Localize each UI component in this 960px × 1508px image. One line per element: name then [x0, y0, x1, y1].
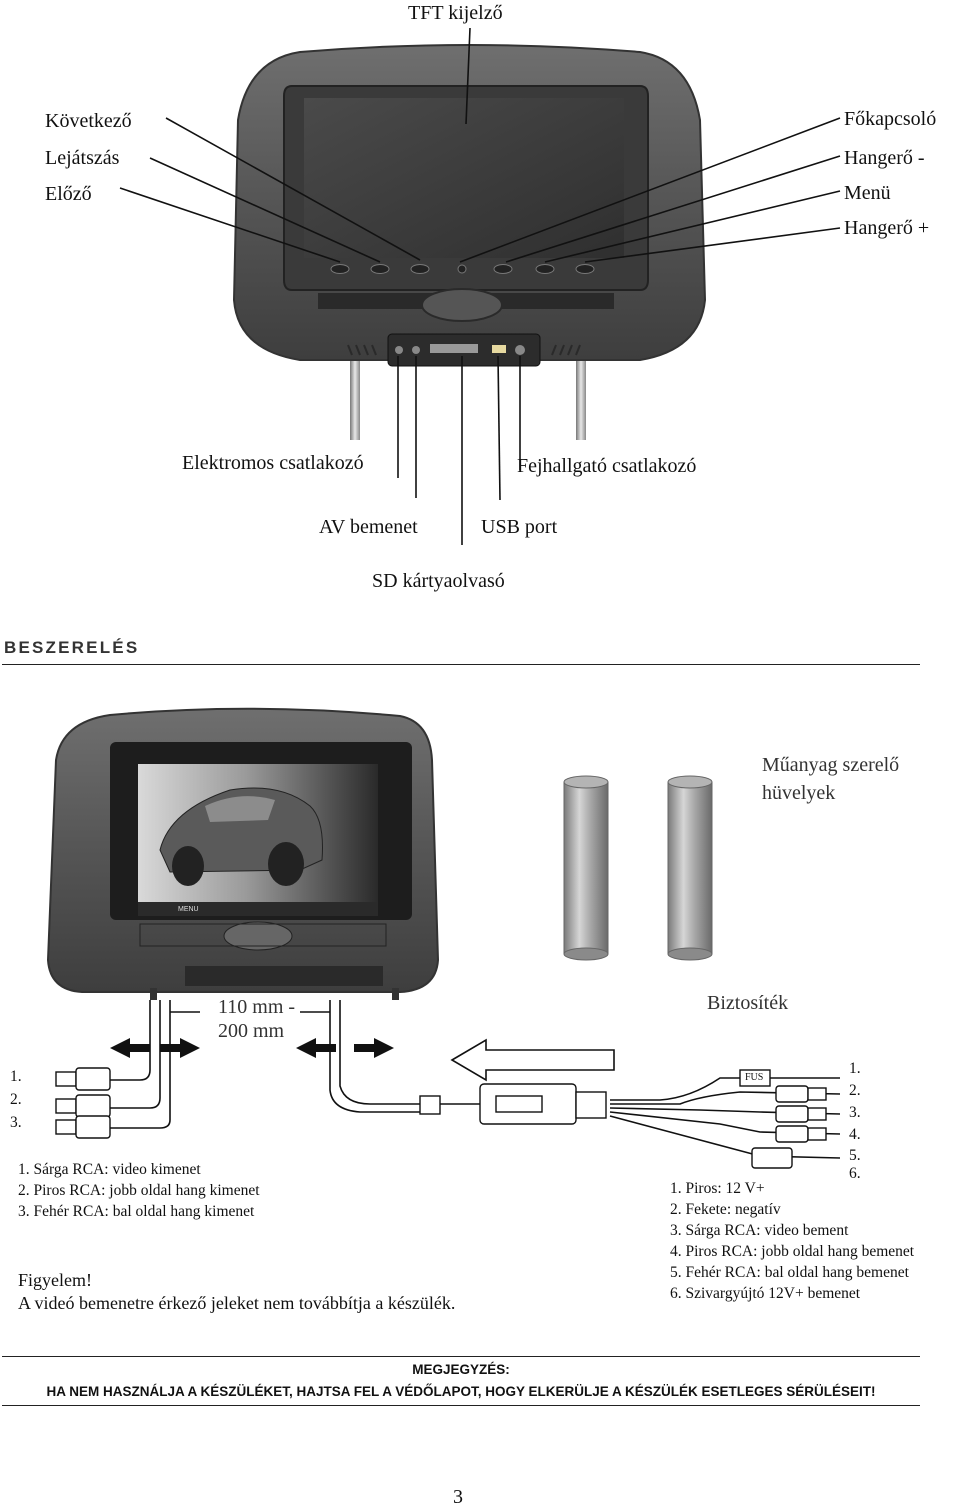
section-divider — [2, 664, 920, 665]
left-legend-1: 1. Sárga RCA: video kimenet — [18, 1161, 201, 1178]
headrest-pole-right — [576, 360, 586, 440]
sleeves-label-line1: Műanyag szerelő — [762, 754, 900, 776]
volume-up-label: Hangerő + — [844, 217, 930, 239]
tft-display-label: TFT kijelző — [408, 2, 503, 24]
power-connector-label: Elektromos csatlakozó — [182, 452, 364, 474]
left-legend-2: 2. Piros RCA: jobb oldal hang kimenet — [18, 1182, 260, 1199]
fuse-tag: FUS — [745, 1072, 764, 1083]
right-number-3: 3. — [849, 1104, 861, 1121]
right-number-4: 4. — [849, 1126, 861, 1143]
arrows — [110, 1038, 394, 1058]
volume-down-label: Hangerő - — [844, 147, 925, 169]
note-bottom-rule — [2, 1405, 920, 1406]
headrest-top — [232, 44, 707, 440]
av-input-label: AV bemenet — [319, 516, 418, 538]
note-title: MEGJEGYZÉS: — [412, 1362, 510, 1377]
next-label: Következő — [45, 110, 132, 132]
screen-button-menu: MENU — [178, 906, 199, 913]
right-legend-6: 6. Szivargyújtó 12V+ bemenet — [670, 1285, 861, 1302]
rca-plugs-left — [55, 1067, 111, 1139]
right-legend-1: 1. Piros: 12 V+ — [670, 1180, 765, 1197]
distance-label-line1: 110 mm - — [218, 996, 296, 1018]
left-number-1: 1. — [10, 1068, 22, 1085]
page-number: 3 — [453, 1486, 463, 1508]
note-text: HA NEM HASZNÁLJA A KÉSZÜLÉKET, HAJTSA FE… — [46, 1384, 876, 1399]
warning-title: Figyelem! — [18, 1270, 92, 1290]
right-legend-2: 2. Fekete: negatív — [670, 1201, 781, 1218]
right-number-2: 2. — [849, 1082, 861, 1099]
distance-label-line2: 200 mm — [218, 1020, 285, 1042]
fuse-label: Biztosíték — [707, 992, 789, 1014]
left-number-2: 2. — [10, 1091, 22, 1108]
right-legend-4: 4. Piros RCA: jobb oldal hang bemenet — [670, 1243, 915, 1260]
right-legend-5: 5. Fehér RCA: bal oldal hang bemenet — [670, 1264, 909, 1281]
menu-label: Menü — [844, 182, 891, 204]
right-number-6: 6. — [849, 1165, 861, 1182]
left-number-3: 3. — [10, 1114, 22, 1131]
right-number-1: 1. — [849, 1060, 861, 1077]
power-switch-label: Főkapcsoló — [844, 108, 937, 130]
warning-text: A videó bemenetre érkező jeleket nem tov… — [18, 1293, 456, 1313]
left-legend-3: 3. Fehér RCA: bal oldal hang kimenet — [18, 1203, 255, 1220]
previous-label: Előző — [45, 183, 92, 205]
usb-port-label: USB port — [481, 516, 558, 538]
mounting-sleeves — [563, 775, 713, 961]
section-title-installation: BESZERELÉS — [4, 638, 140, 657]
rca-plugs-right — [739, 1069, 827, 1169]
right-legend-3: 3. Sárga RCA: video bement — [670, 1222, 849, 1239]
headrest-install — [46, 707, 440, 1000]
play-label: Lejátszás — [45, 147, 120, 169]
control-box — [419, 1083, 607, 1125]
note-top-rule — [2, 1356, 920, 1357]
direction-arrow — [450, 1038, 615, 1082]
headrest-pole-left — [350, 360, 360, 440]
sd-reader-label: SD kártyaolvasó — [372, 570, 505, 592]
sleeves-label-line2: hüvelyek — [762, 782, 836, 804]
right-number-5: 5. — [849, 1147, 861, 1164]
headphone-jack-label: Fejhallgató csatlakozó — [517, 455, 697, 477]
leader-lines-top — [119, 27, 841, 545]
